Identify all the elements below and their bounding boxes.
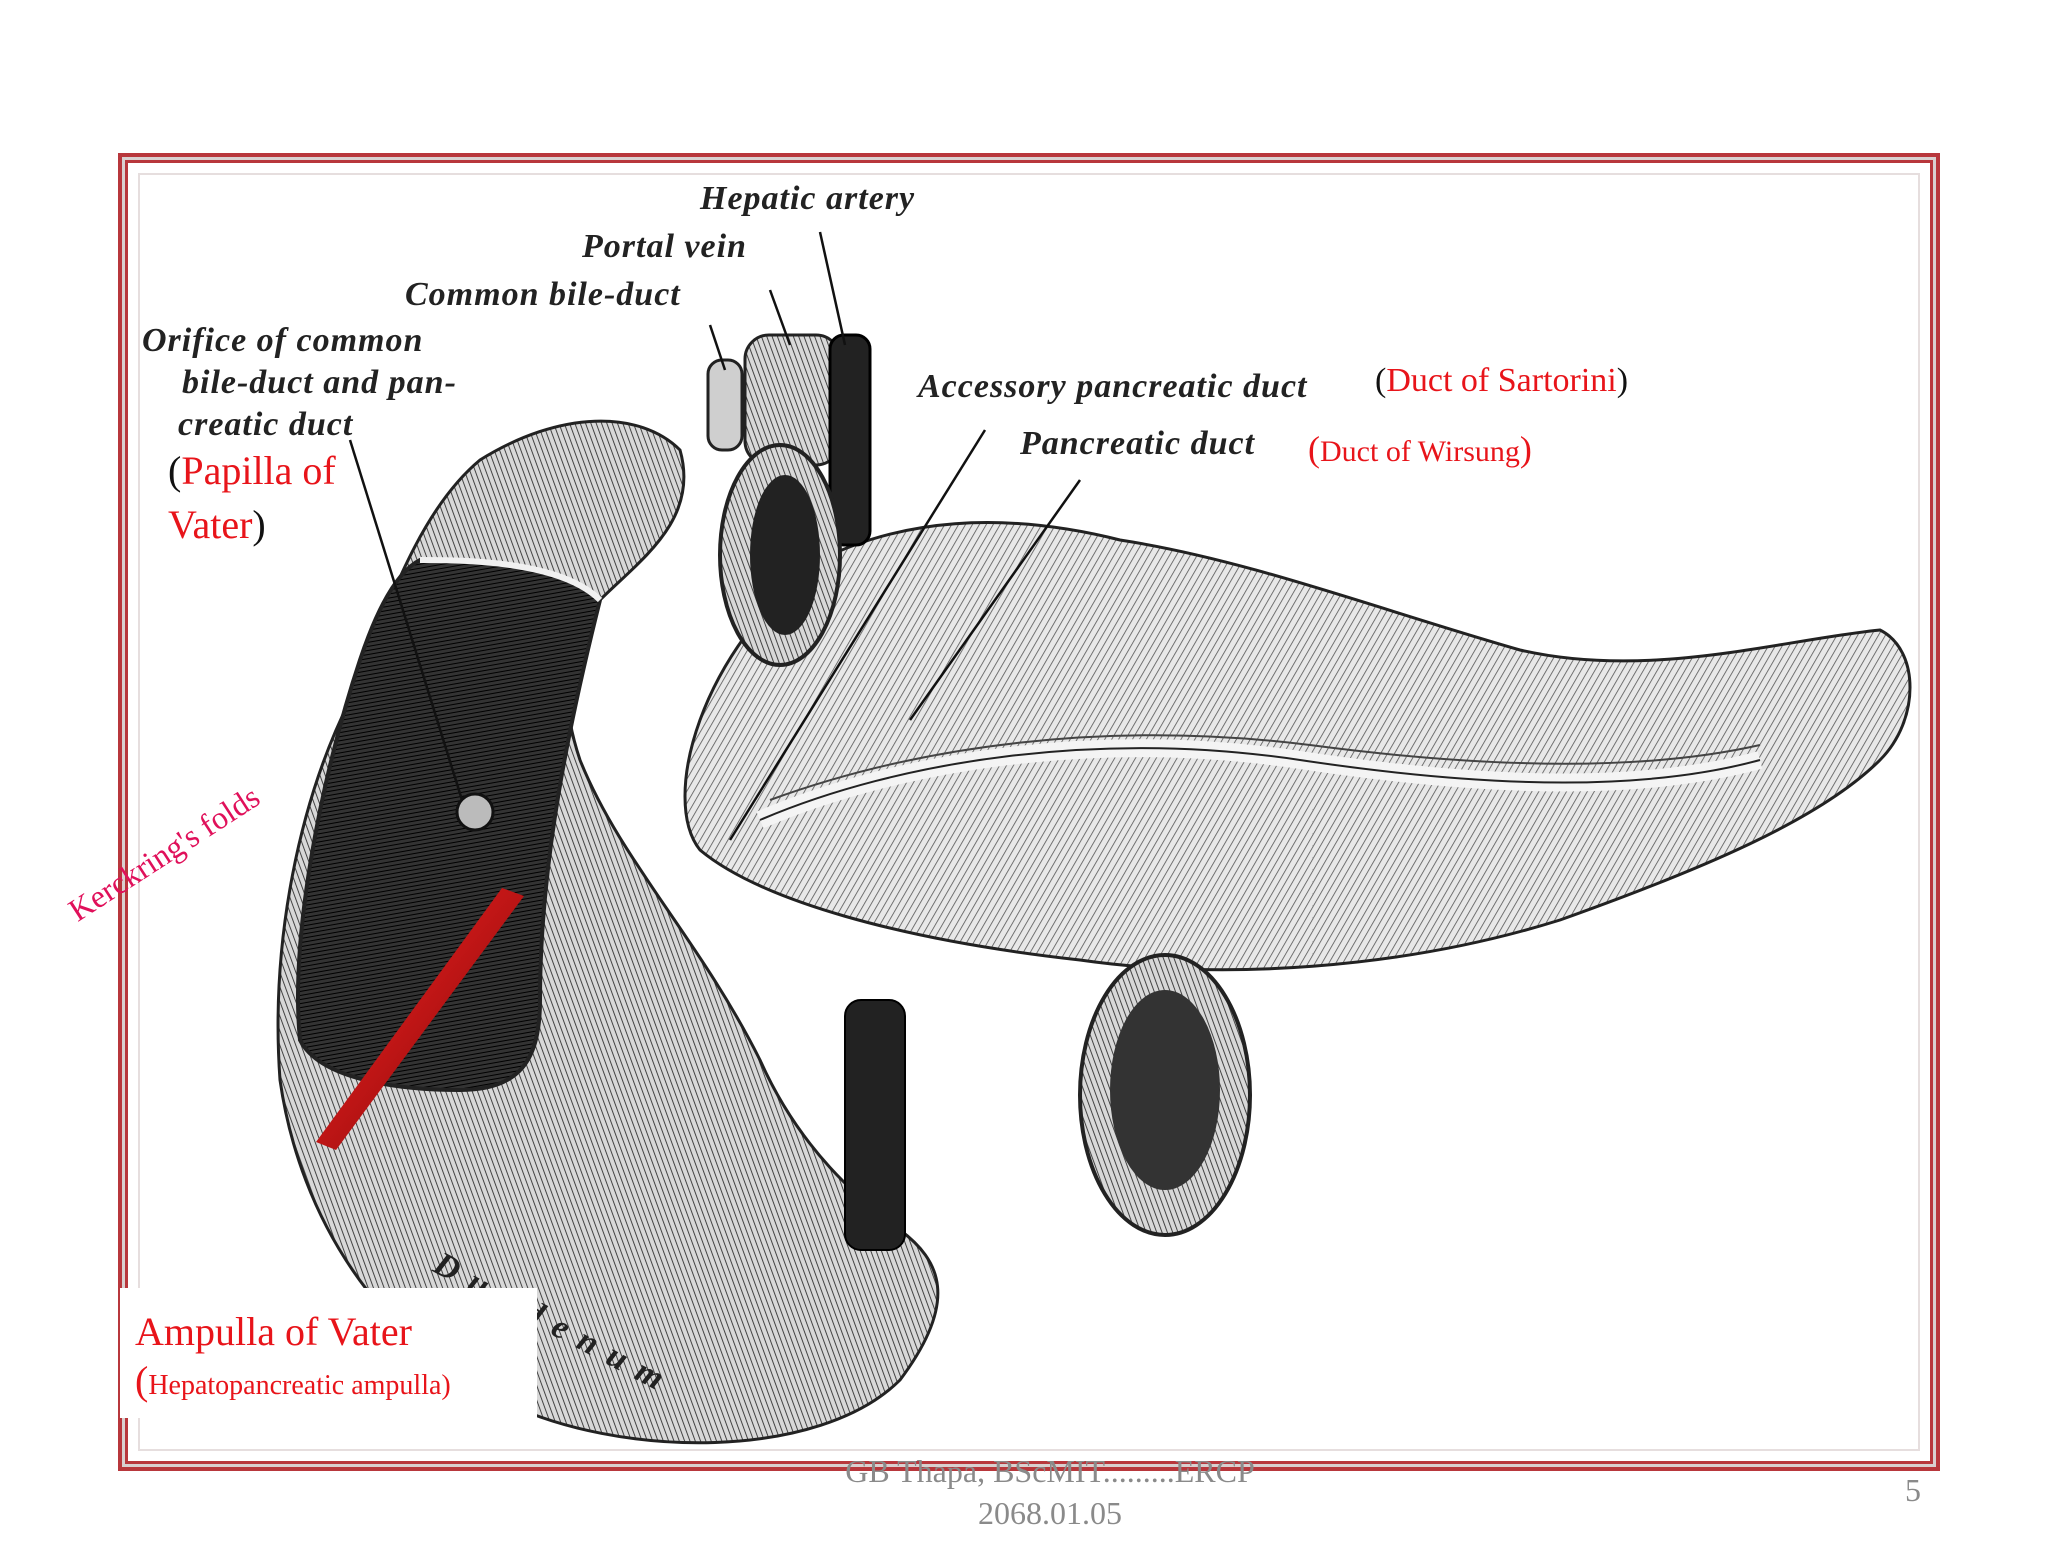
label-pancreatic-duct: Pancreatic duct (1020, 425, 1256, 462)
label-orifice-line1: Orifice of common (142, 322, 424, 359)
page-number: 5 (1905, 1472, 1921, 1508)
footer-author-line: GB Thapa, BScMIT.........ERCP (845, 1453, 1255, 1489)
common-bile-duct-vessel (706, 358, 744, 452)
label-orifice-line2: bile-duct and pan- (182, 364, 457, 401)
label-accessory-duct: Accessory pancreatic duct (918, 368, 1308, 405)
note-ampulla-subtitle: (Hepatopancreatic ampulla) (135, 1358, 451, 1403)
ampulla-marker (316, 888, 524, 1150)
label-portal-vein: Portal vein (582, 228, 747, 265)
label-orifice-line3: creatic duct (178, 406, 354, 443)
frame-inner-border (138, 173, 1920, 1451)
pancreas-body (683, 521, 1912, 972)
label-common-bile-duct: Common bile-duct (405, 276, 681, 313)
mesenteric-vessels (844, 999, 906, 1251)
note-duct-of-wirsung: (Duct of Wirsung) (1308, 429, 1532, 469)
leader-lines (348, 231, 1082, 841)
hepatic-artery-vessel (828, 333, 872, 547)
note-ampulla-title: Ampulla of Vater (135, 1309, 412, 1354)
note-papilla-of-vater: (Papilla of Vater) (168, 448, 336, 547)
footer-date-line: 2068.01.05 (978, 1495, 1122, 1531)
duodenum-interior (296, 557, 603, 1093)
label-hepatic-artery: Hepatic artery (700, 180, 916, 217)
ampulla-note-box (120, 1288, 537, 1418)
note-ampulla-of-vater: Ampulla of Vater (Hepatopancreatic ampul… (135, 1306, 451, 1409)
note-duct-of-sartorini: (Duct of Sartorini) (1375, 362, 1629, 399)
label-orifice: Orifice of common bile-duct and pan- cre… (142, 320, 457, 446)
papilla-of-vater (455, 792, 495, 832)
slide-footer: GB Thapa, BScMIT.........ERCP 2068.01.05 (700, 1450, 1400, 1534)
